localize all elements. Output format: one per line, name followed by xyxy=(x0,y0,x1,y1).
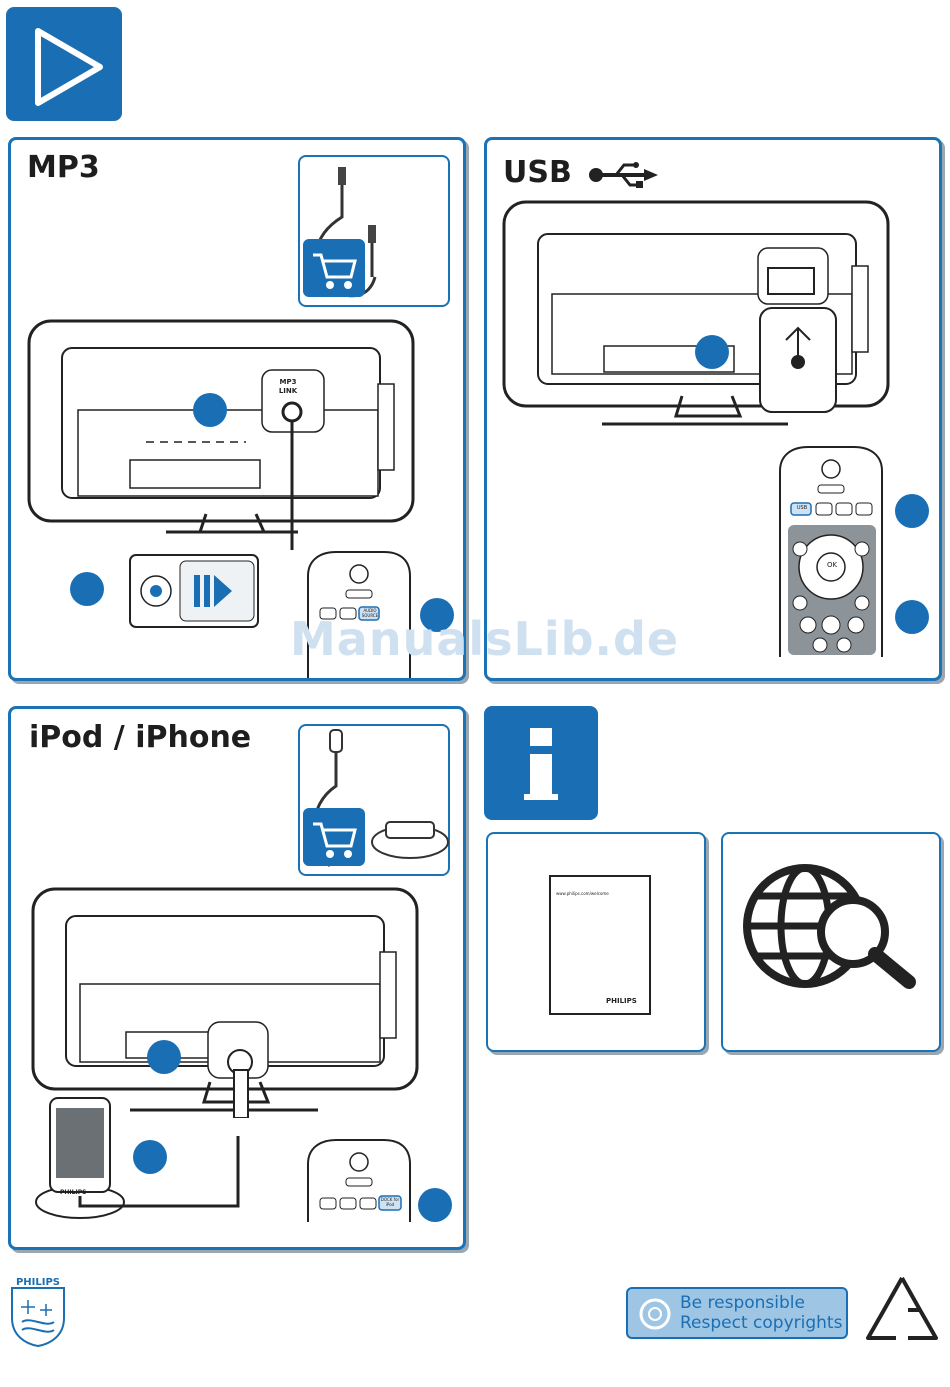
usb-remote xyxy=(778,445,884,657)
mp3-tv-back xyxy=(26,318,418,550)
mp3-link-label: MP3 LINK xyxy=(272,378,304,396)
step-marker xyxy=(193,393,227,427)
globe-search-icon xyxy=(723,834,939,1050)
dock-brand-label: PHILIPS xyxy=(60,1189,86,1196)
ipod-title: iPod / iPhone xyxy=(29,720,251,755)
step-marker xyxy=(70,572,104,606)
step-marker xyxy=(133,1140,167,1174)
online-search-box xyxy=(721,832,941,1052)
usb-title: USB xyxy=(503,155,572,190)
step-marker xyxy=(147,1040,181,1074)
mp3-title: MP3 xyxy=(27,150,100,185)
step-marker xyxy=(695,335,729,369)
badge-line2: Respect copyrights xyxy=(680,1313,842,1333)
usb-tv-back xyxy=(502,200,892,430)
info-icon xyxy=(484,706,598,820)
power-circle-icon xyxy=(638,1297,672,1331)
shopping-cart-icon xyxy=(303,239,365,297)
play-tile xyxy=(6,7,122,121)
watermark: ManualsLib.de xyxy=(290,612,679,666)
dock-key-label: DOCK for iPod xyxy=(380,1197,400,1207)
shopping-cart-icon xyxy=(303,808,365,866)
ipod-remote xyxy=(306,1138,412,1222)
ok-key-label: OK xyxy=(822,561,842,569)
ipod-tv-back xyxy=(30,886,422,1118)
info-tile xyxy=(484,706,598,820)
step-marker xyxy=(895,600,929,634)
recycle-icon xyxy=(862,1272,942,1352)
usb-icon xyxy=(586,160,662,190)
step-marker xyxy=(418,1188,452,1222)
manual-url: www.philips.com/welcome xyxy=(556,891,609,896)
philips-brand: PHILIPS xyxy=(11,1277,65,1288)
step-marker xyxy=(895,494,929,528)
play-icon xyxy=(6,7,122,121)
user-manual-box xyxy=(486,832,706,1052)
manual-brand: PHILIPS xyxy=(606,997,637,1005)
usb-key-label: USB xyxy=(794,505,810,511)
manual-booklet-icon xyxy=(488,834,704,1050)
respect-copyrights-badge: Be responsible Respect copyrights xyxy=(626,1287,848,1339)
mp3-player xyxy=(128,553,260,629)
badge-line1: Be responsible xyxy=(680,1293,805,1313)
